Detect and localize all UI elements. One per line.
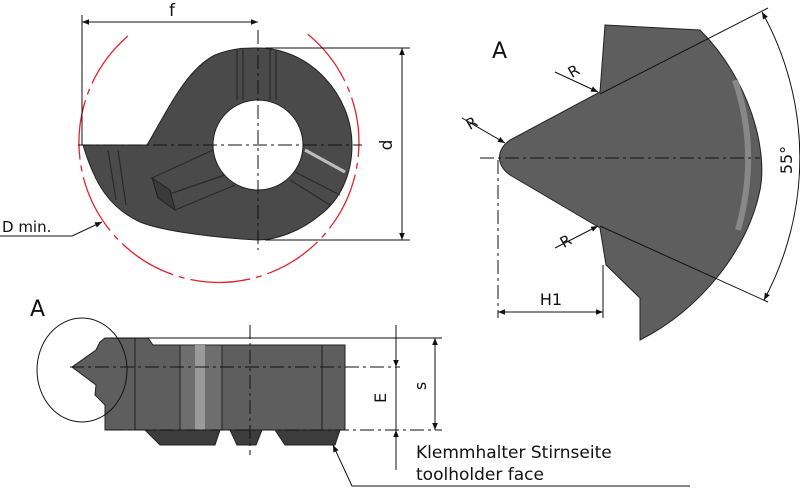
radius-label-tip: R — [463, 113, 481, 134]
radius-label-upper: R — [565, 61, 583, 82]
toolholder-note-de: Klemmhalter Stirnseite — [416, 443, 612, 463]
detail-view-a: A 55° H1 R R R — [461, 7, 800, 341]
clamp-grooves — [107, 49, 346, 212]
top-view: f d D min. — [0, 1, 410, 284]
detail-view-label: A — [492, 39, 507, 64]
dim-e-label: E — [371, 393, 390, 403]
toolholder-note-en: toolholder face — [416, 465, 544, 485]
radius-label-lower: R — [557, 231, 575, 252]
side-view: A E s Klemmhalter Stirnseite toolholder … — [30, 297, 690, 487]
dmin-circle — [78, 31, 360, 284]
dim-f-label: f — [169, 1, 176, 21]
dim-dmin-label: D min. — [2, 218, 51, 236]
side-view-label: A — [30, 297, 45, 322]
dim-h1-label: H1 — [540, 290, 562, 309]
angle-label: 55° — [777, 146, 796, 174]
detail-circle — [36, 317, 128, 423]
insert-profile-detail — [499, 24, 763, 341]
dim-d-label: d — [377, 140, 397, 151]
dim-s-label: s — [411, 382, 430, 390]
clamp-teeth — [143, 429, 341, 446]
